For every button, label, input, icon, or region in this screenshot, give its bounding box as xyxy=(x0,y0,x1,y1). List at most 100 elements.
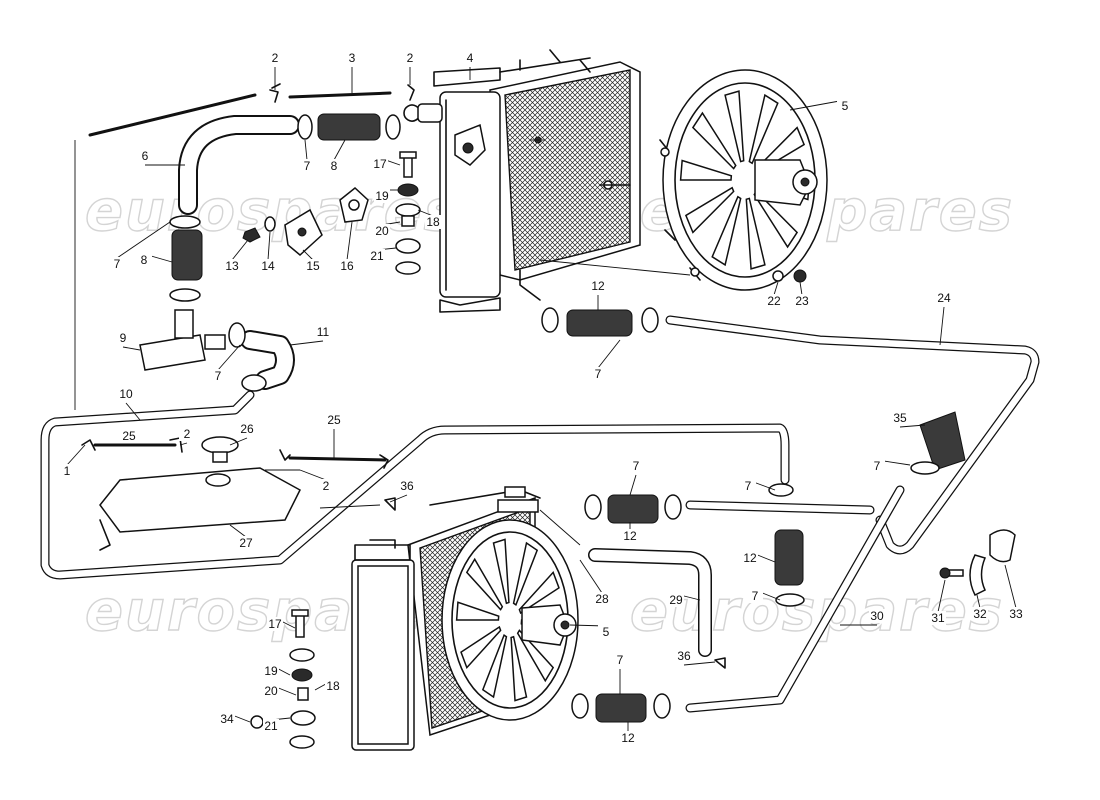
fan-blade xyxy=(691,111,737,170)
part-number-label: 10 xyxy=(119,387,133,401)
part-number-label: 2 xyxy=(407,51,414,65)
part-number-label: 2 xyxy=(272,51,279,65)
part-number-label: 19 xyxy=(264,664,278,678)
label-background xyxy=(263,664,279,678)
part-number-label: 21 xyxy=(370,249,384,263)
part-number-label: 24 xyxy=(937,291,951,305)
part-number-label: 2 xyxy=(323,479,330,493)
upper-radiator xyxy=(403,49,641,313)
fan-blade xyxy=(460,625,502,670)
fan-blade xyxy=(711,195,742,267)
label-background xyxy=(794,294,810,308)
part-number-label: 20 xyxy=(264,684,278,698)
part-number-label: 13 xyxy=(225,259,239,273)
label-background xyxy=(118,387,134,401)
label-background xyxy=(747,589,763,603)
callout-leader xyxy=(976,594,981,609)
label-background xyxy=(869,609,885,623)
callout-leader xyxy=(267,231,271,261)
part-number-label: 7 xyxy=(874,459,881,473)
part-number-label: 36 xyxy=(677,649,691,663)
part-number-label: 7 xyxy=(215,369,222,383)
part-number-label: 25 xyxy=(122,429,136,443)
callout-leader xyxy=(799,281,803,296)
part-number-label: 22 xyxy=(767,294,781,308)
part-number-label: 29 xyxy=(669,593,683,607)
label-background xyxy=(219,712,235,726)
pipes xyxy=(40,91,1040,713)
label-background xyxy=(318,479,334,493)
small-parts xyxy=(81,83,1016,749)
part-number-label: 7 xyxy=(617,653,624,667)
fan-blade xyxy=(516,629,555,683)
part-number-label: 7 xyxy=(752,589,759,603)
part-number-label: 35 xyxy=(893,411,907,425)
label-background xyxy=(267,51,283,65)
callout-leader xyxy=(346,221,353,261)
callout-leader xyxy=(333,139,346,161)
label-background xyxy=(267,617,283,631)
callout-leader xyxy=(229,524,247,538)
label-background xyxy=(972,607,988,621)
part-number-label: 7 xyxy=(304,159,311,173)
label-background xyxy=(315,325,331,339)
label-background xyxy=(305,259,321,273)
callout-leader xyxy=(179,442,188,446)
fan-blade xyxy=(679,159,733,181)
label-background xyxy=(676,649,692,663)
callout-leader xyxy=(789,99,846,111)
label-background xyxy=(612,653,628,667)
callout-leader xyxy=(937,579,946,613)
label-background xyxy=(668,593,684,607)
label-background xyxy=(837,99,853,113)
callout-leader xyxy=(683,661,716,666)
label-background xyxy=(325,679,341,693)
callout-leader xyxy=(116,221,171,259)
upper-fan xyxy=(659,69,828,291)
part-number-label: 36 xyxy=(400,479,414,493)
label-background xyxy=(594,592,610,606)
part-number-label: 2 xyxy=(184,427,191,441)
part-number-label: 12 xyxy=(621,731,635,745)
label-background xyxy=(263,684,279,698)
part-number-label: 23 xyxy=(795,294,809,308)
part-number-label: 9 xyxy=(120,331,127,345)
part-number-label: 26 xyxy=(240,422,254,436)
callout-leader xyxy=(629,474,637,496)
callout-leader xyxy=(217,344,241,371)
label-background xyxy=(326,413,342,427)
part-number-label: 18 xyxy=(426,215,440,229)
fan-blade xyxy=(748,93,779,165)
part-number-label: 8 xyxy=(331,159,338,173)
label-background xyxy=(239,422,255,436)
fan-blade xyxy=(684,186,735,234)
leader-lines xyxy=(74,140,691,546)
part-number-label: 12 xyxy=(591,279,605,293)
callout-leader xyxy=(597,339,621,369)
part-number-label: 20 xyxy=(375,224,389,238)
part-number-label: 27 xyxy=(239,536,253,550)
label-background xyxy=(326,159,342,173)
label-background xyxy=(622,529,638,543)
fan-blade xyxy=(465,557,504,611)
part-number-label: 16 xyxy=(340,259,354,273)
part-number-label: 32 xyxy=(973,607,987,621)
label-background xyxy=(766,294,782,308)
label-background xyxy=(598,625,614,639)
label-background xyxy=(402,51,418,65)
label-background xyxy=(339,259,355,273)
label-background xyxy=(869,459,885,473)
part-number-label: 5 xyxy=(842,99,849,113)
label-background xyxy=(462,51,478,65)
label-background xyxy=(742,551,758,565)
label-background xyxy=(399,479,415,493)
part-number-label: 31 xyxy=(931,611,945,625)
callout-leader xyxy=(231,239,249,261)
label-background xyxy=(238,536,254,550)
part-number-label: 7 xyxy=(633,459,640,473)
label-background xyxy=(930,611,946,625)
part-number-label: 19 xyxy=(375,189,389,203)
callout-leader xyxy=(773,281,779,296)
label-background xyxy=(210,369,226,383)
label-background xyxy=(628,459,644,473)
